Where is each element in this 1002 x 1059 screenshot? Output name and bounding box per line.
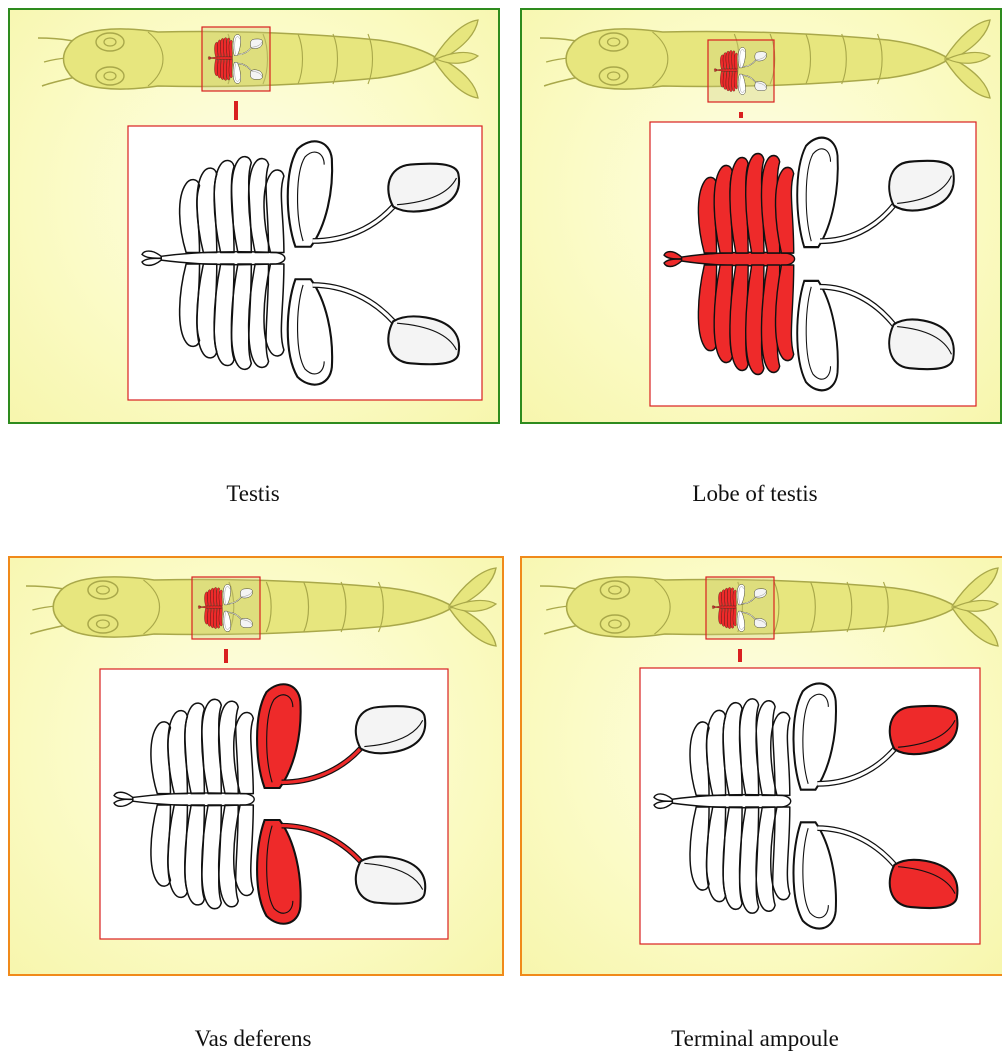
caption-testis: Testis: [8, 481, 498, 507]
shrimp-tail: [945, 59, 990, 98]
testis-lobe: [733, 608, 736, 626]
shrimp-eye: [96, 67, 124, 85]
shrimp-eye: [600, 615, 629, 633]
panel-terminal-ampoule: [520, 556, 1002, 976]
lobe-of-testis-diagram: [522, 10, 1000, 422]
caption-vas-deferens: Vas deferens: [8, 1026, 498, 1052]
testis-diagram: [10, 10, 498, 422]
callout-connector: [224, 649, 228, 663]
testis-lobe: [734, 53, 737, 69]
caption-terminal-ampoule: Terminal ampoule: [510, 1026, 1000, 1052]
callout-connector: [234, 101, 238, 120]
shrimp-eye: [599, 67, 628, 85]
testis-lobe: [776, 167, 794, 253]
shrimp-eye: [599, 33, 628, 51]
caption-lobe-of-testis: Lobe of testis: [510, 481, 1000, 507]
testis-lobe: [698, 265, 716, 351]
testis-lobe: [733, 590, 736, 606]
callout-connector: [739, 112, 743, 118]
testis-body: [201, 606, 222, 609]
testis-lobe: [734, 71, 737, 89]
shrimp-eye: [88, 581, 118, 599]
shrimp-tail: [952, 607, 998, 646]
vas-deferens-diagram: [10, 558, 502, 974]
shrimp-tail: [434, 59, 478, 98]
testis-lobe: [776, 265, 794, 361]
testis-body: [211, 57, 232, 60]
terminal-ampoule-diagram: [522, 558, 1002, 974]
testis-body: [133, 793, 254, 806]
testis-body: [715, 606, 736, 609]
testis-body: [717, 69, 737, 72]
testis-lobe: [219, 590, 222, 606]
panel-testis: [8, 8, 500, 424]
testis-body: [161, 252, 285, 265]
shrimp-tail: [449, 607, 496, 646]
shrimp-eye: [600, 581, 629, 599]
shrimp-eye: [88, 615, 118, 633]
shrimp-eye: [96, 33, 124, 51]
testis-lobe: [229, 59, 232, 78]
testis-lobe: [229, 40, 232, 57]
shrimp-overview: [26, 568, 496, 646]
testis-body: [682, 252, 795, 265]
testis-lobe: [219, 608, 222, 626]
testis-lobe: [698, 177, 716, 253]
panel-lobe-of-testis: [520, 8, 1002, 424]
panel-vas-deferens: [8, 556, 504, 976]
testis-body: [672, 795, 790, 808]
callout-connector: [738, 649, 742, 662]
